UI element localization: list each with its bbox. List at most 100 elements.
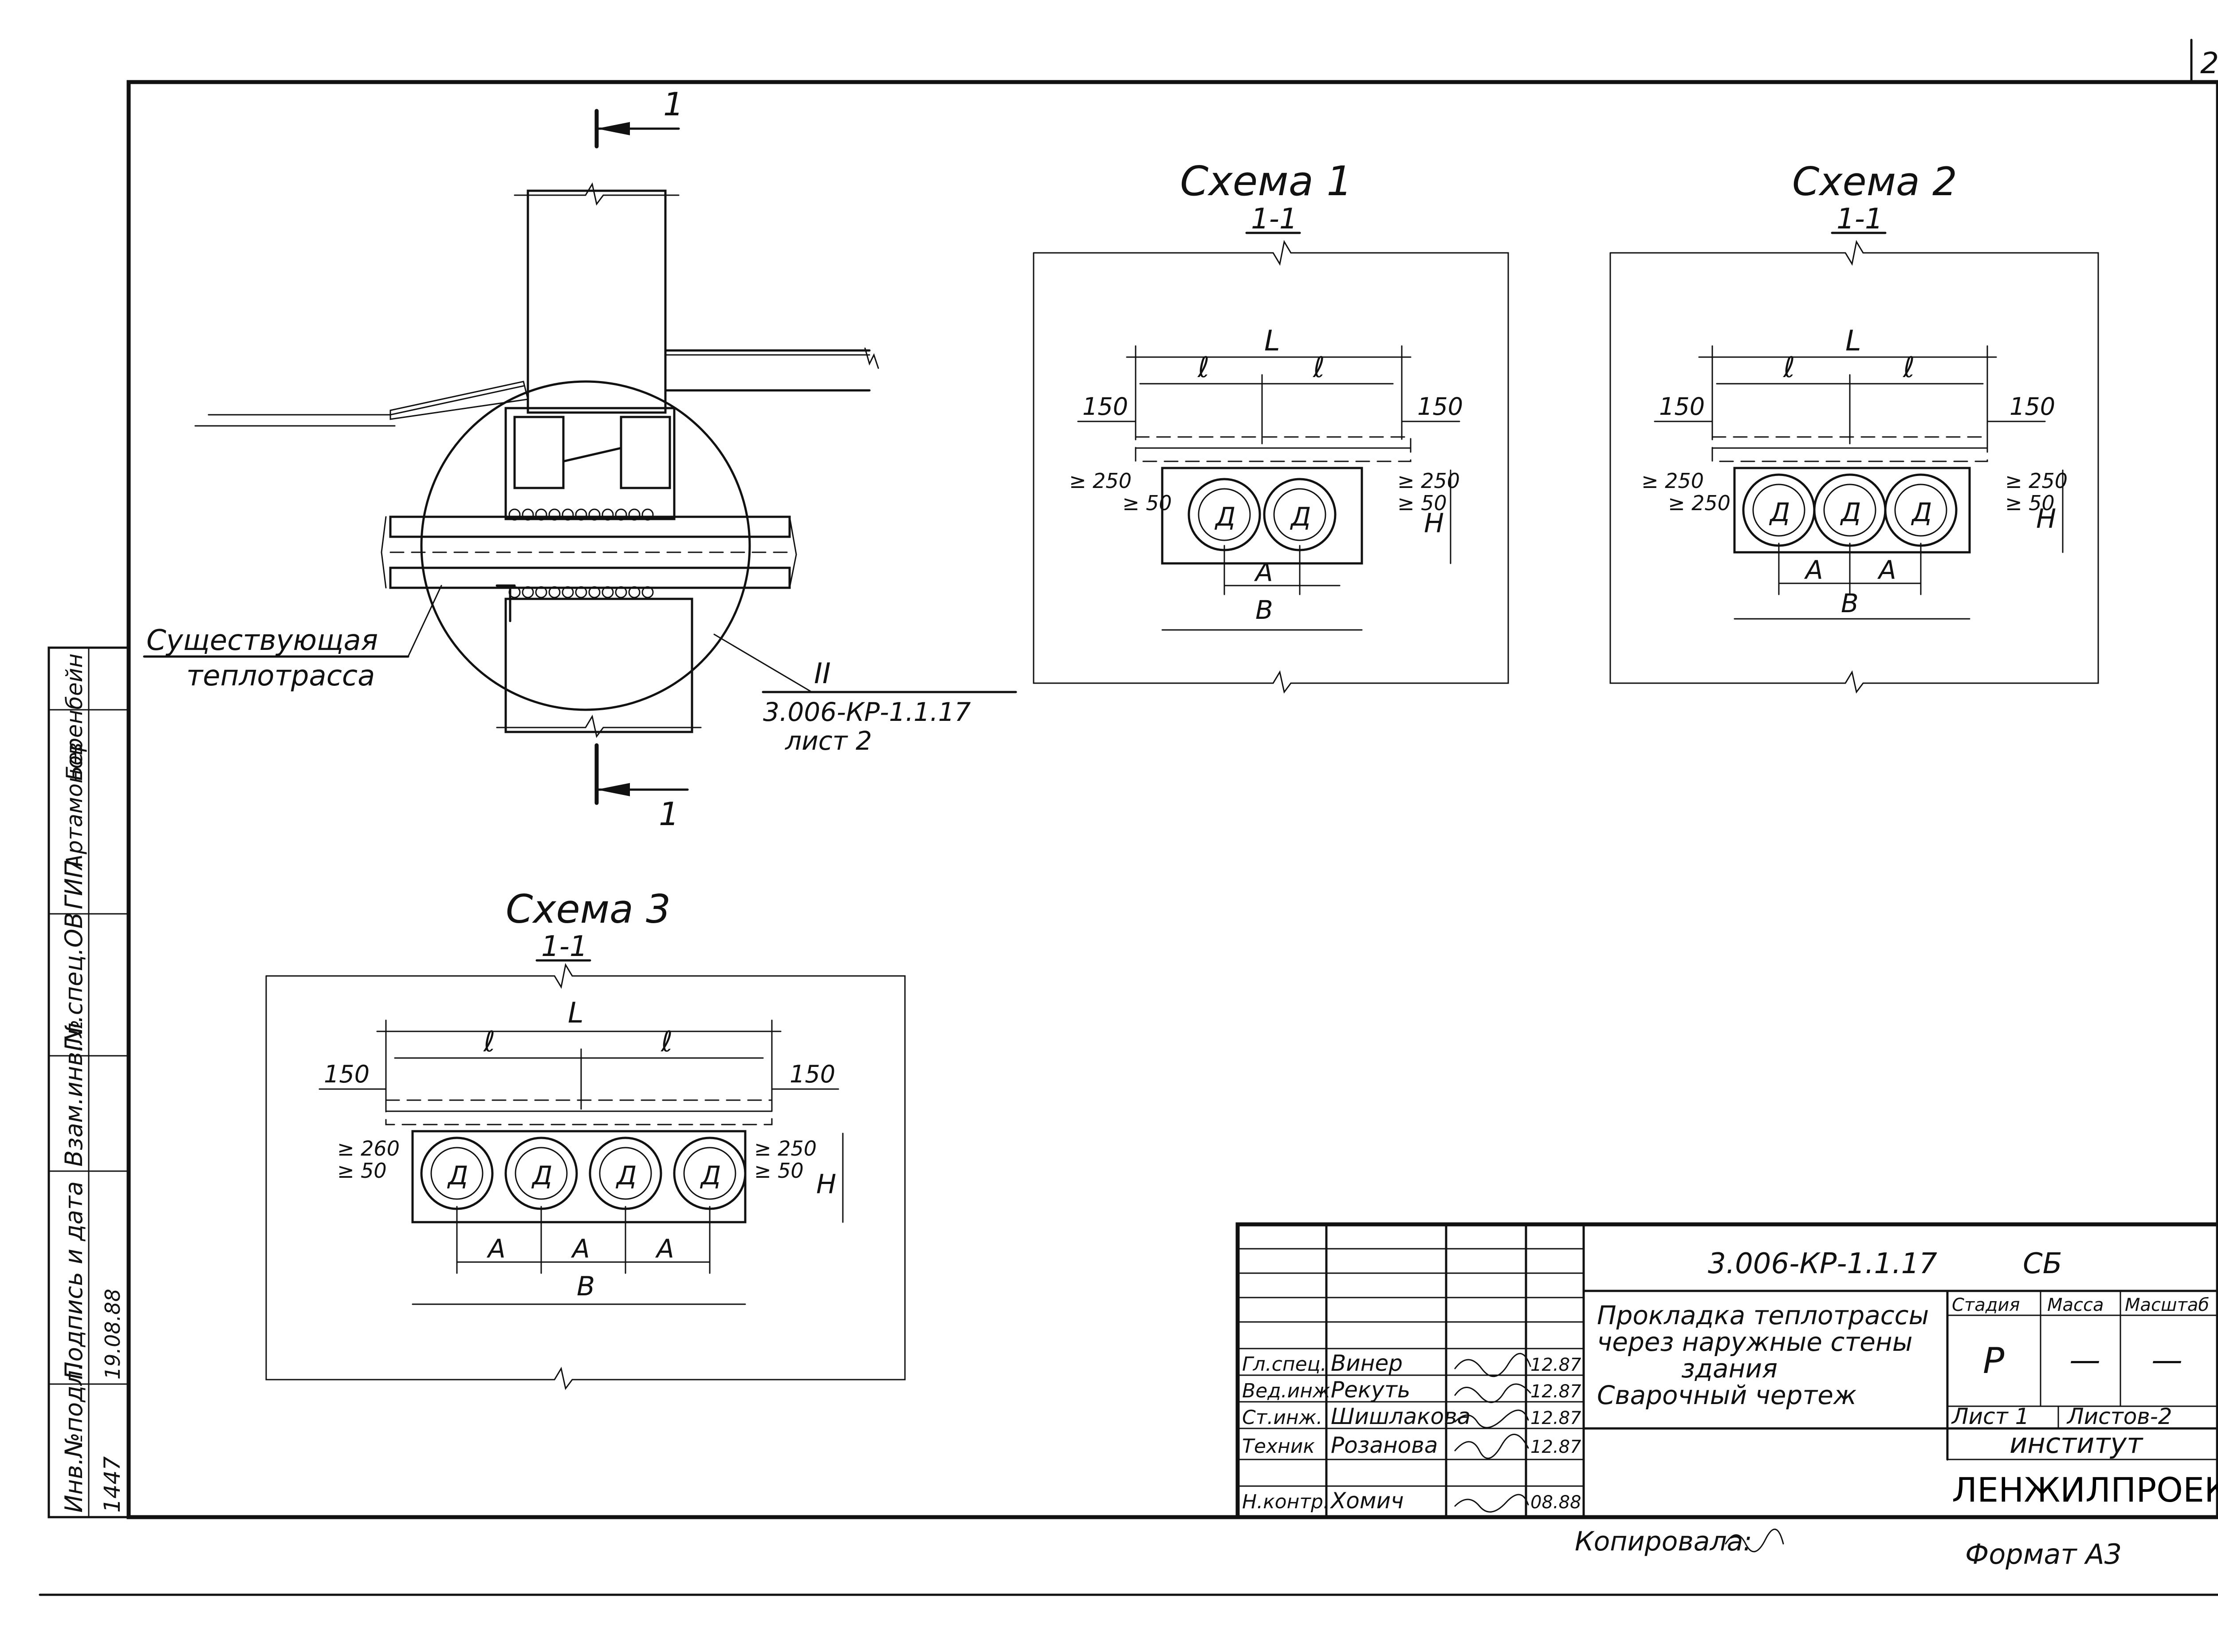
sig-date-1: 12.87	[1530, 1355, 1581, 1375]
scheme-3-pipe-3-mark: Д	[615, 1160, 637, 1191]
scheme-3-dim-A1: A	[486, 1234, 506, 1264]
sig-role-5: Н.контр.	[1242, 1491, 1329, 1513]
scheme-1-section: 1-1	[1251, 203, 1298, 236]
scheme-3-left-top: ≥ 260	[337, 1137, 400, 1160]
scheme-2-dim-H: H	[2036, 503, 2056, 535]
scheme-3-dim-B: B	[577, 1271, 595, 1302]
stamp-name-1: Артамонов	[62, 742, 87, 871]
doc-code: 3.006-КР-1.1.17	[1708, 1247, 1937, 1280]
institute-label: институт	[2010, 1427, 2143, 1459]
sig-role-4: Техник	[1242, 1435, 1315, 1458]
signature-scribble-3	[1454, 1409, 1529, 1428]
scheme-3-title: Схема 3	[506, 886, 671, 932]
signature-scribble-1	[1454, 1353, 1531, 1377]
description-line-1: Прокладка теплотрассы	[1597, 1300, 1929, 1330]
scheme-2-right-top: ≥ 250	[2005, 469, 2068, 493]
stamp-name-2: Беренбейн	[62, 653, 87, 781]
scheme-1-dim-l2: ℓ	[1313, 351, 1325, 384]
description-line-4: Сварочный чертеж	[1597, 1380, 1856, 1410]
sig-name-1: Винер	[1331, 1350, 1403, 1376]
scheme-1-title: Схема 1	[1180, 157, 1353, 205]
sig-date-2: 12.87	[1530, 1381, 1581, 1402]
sig-date-5: 08.88	[1530, 1492, 1581, 1513]
scheme-2-pipe-1-mark: Д	[1769, 497, 1790, 527]
scheme-1-dim-l1: ℓ	[1197, 351, 1209, 384]
existing-main-label-line2: теплотрасса	[186, 660, 375, 692]
side-stamp: Инв.№подл. Подпись и дата Взам.инв.№ Гл.…	[47, 646, 130, 1518]
description-line-3: здания	[1681, 1353, 1778, 1384]
scheme-1-right-top: ≥ 250	[1397, 469, 1460, 493]
sig-name-3: Шишлакова	[1331, 1404, 1471, 1429]
mass-header: Масса	[2047, 1295, 2104, 1315]
scheme-1-dim-B: B	[1255, 595, 1273, 625]
scheme-2-pipe-3-mark: Д	[1911, 497, 1932, 527]
sig-name-2: Рекуть	[1331, 1377, 1410, 1403]
scheme-2: Схема 2 1-1 Д Д Д L ℓ ℓ 150 150 ≥ 250 ≥ …	[1609, 159, 2099, 694]
sig-date-4: 12.87	[1530, 1437, 1581, 1457]
scale-header: Масштаб	[2125, 1295, 2209, 1315]
signature-scribble-5	[1454, 1494, 1529, 1513]
stage-value: Р	[1983, 1340, 2005, 1381]
stamp-label-inv: Инв.№подл.	[60, 1363, 88, 1513]
scheme-3-right-bottom: ≥ 50	[754, 1159, 804, 1183]
doc-suffix: СБ	[2023, 1247, 2062, 1280]
scheme-3-dim-L: L	[568, 997, 584, 1030]
scheme-2-dim-B: B	[1841, 588, 1859, 618]
copied-by: Копировала:	[1575, 1526, 1752, 1557]
node-ref: 3.006-КР-1.1.17	[763, 697, 971, 727]
sheet-count: Листов-2	[2066, 1404, 2172, 1429]
node-number: II	[814, 657, 831, 690]
scheme-3-dim-A3: A	[655, 1234, 674, 1264]
sig-role-3: Ст.инж.	[1242, 1406, 1322, 1429]
scheme-1-edge-left: 150	[1082, 393, 1128, 421]
page-number: 23	[2200, 46, 2218, 80]
scheme-3-section: 1-1	[541, 930, 588, 963]
title-block: 3.006-КР-1.1.17 СБ Прокладка теплотрассы…	[1235, 1222, 2218, 1519]
scheme-1-right-bottom: ≥ 50	[1397, 491, 1447, 515]
scheme-3-pipe-2-mark: Д	[531, 1160, 552, 1191]
mass-value: —	[2069, 1342, 2100, 1378]
scheme-1-dim-H: H	[1424, 508, 1444, 539]
section-marker-top: 1	[663, 86, 684, 123]
stamp-inv-no: 1447	[99, 1456, 125, 1513]
scheme-1-left-bottom: ≥ 50	[1122, 491, 1172, 515]
scheme-2-dim-l2: ℓ	[1903, 351, 1915, 384]
copier-signature	[1725, 1529, 1784, 1553]
scheme-1-edge-right: 150	[1417, 393, 1463, 421]
scheme-3-edge-right: 150	[790, 1060, 835, 1088]
node-sheet: лист 2	[785, 726, 872, 756]
scheme-2-title: Схема 2	[1792, 159, 1957, 205]
scheme-3-pipe-4-mark: Д	[700, 1160, 721, 1191]
scheme-1: Схема 1 1-1 Д Д L ℓ ℓ 150 150 ≥ 250 ≥ 50…	[1033, 157, 1509, 694]
scale-value: —	[2151, 1342, 2183, 1378]
existing-main-label-line1: Существующая	[146, 624, 378, 657]
scheme-2-edge-left: 150	[1659, 393, 1705, 421]
stamp-sign-date: 19.08.88	[101, 1289, 125, 1380]
section-marker-bottom: 1	[659, 795, 679, 833]
scheme-3-dim-l1: ℓ	[483, 1026, 495, 1058]
organization: ЛЕНЖИЛПРОЕКТ	[1952, 1470, 2218, 1510]
scheme-2-dim-L: L	[1845, 325, 1861, 358]
format-label: Формат А3	[1965, 1538, 2122, 1570]
sig-role-2: Вед.инж.	[1242, 1380, 1337, 1402]
stage-header: Стадия	[1952, 1295, 2020, 1315]
scheme-2-dim-A2: A	[1877, 555, 1896, 585]
scheme-2-dim-A1: A	[1804, 555, 1823, 585]
scheme-2-left-top: ≥ 250	[1641, 469, 1704, 493]
scheme-3-edge-left: 150	[324, 1060, 370, 1088]
sheet-frame	[39, 39, 2218, 1596]
scheme-2-pipe-2-mark: Д	[1840, 497, 1861, 527]
sig-date-3: 12.87	[1530, 1408, 1581, 1428]
signature-scribble-2	[1454, 1383, 1531, 1403]
scheme-1-dim-L: L	[1264, 325, 1280, 358]
sig-role-1: Гл.спец.	[1242, 1353, 1327, 1376]
signature-scribble-4	[1454, 1433, 1529, 1459]
scheme-1-pipe-2-mark: Д	[1290, 502, 1311, 532]
scheme-3-right-top: ≥ 250	[754, 1137, 817, 1160]
sig-name-5: Хомич	[1329, 1488, 1404, 1514]
scheme-2-left-bottom: ≥ 250	[1668, 491, 1730, 515]
stamp-label-chief: Гл.спец.ОВ	[60, 913, 88, 1051]
scheme-3-dim-H: H	[816, 1169, 836, 1200]
scheme-3-left-bottom: ≥ 50	[337, 1159, 387, 1183]
stamp-label-gip: ГИП	[60, 860, 88, 909]
